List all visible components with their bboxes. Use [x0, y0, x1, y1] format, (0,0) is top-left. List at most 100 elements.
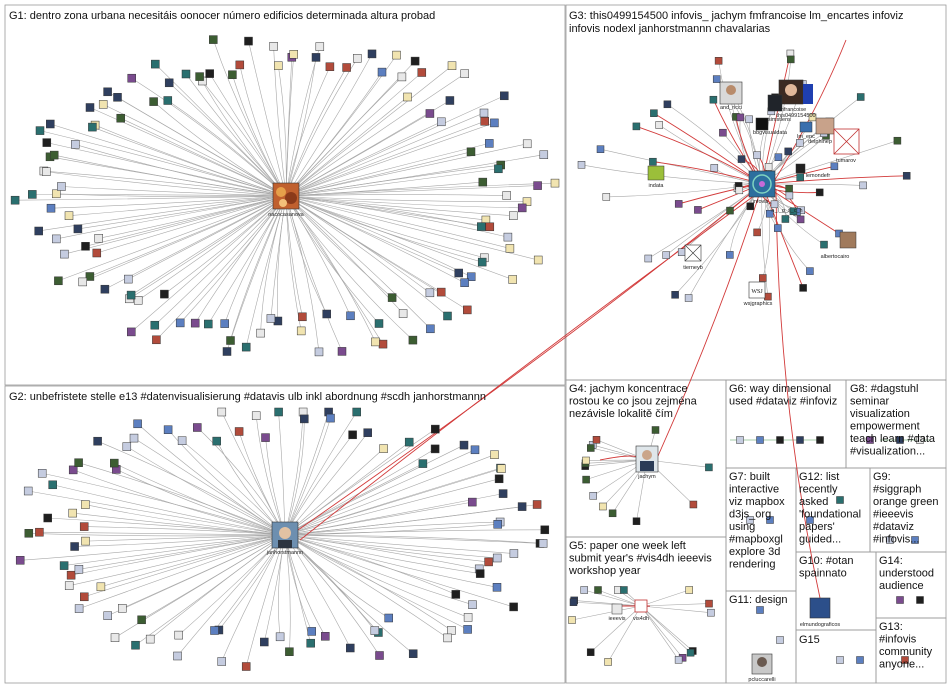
- graph-node[interactable]: [261, 433, 270, 442]
- graph-node[interactable]: [443, 633, 452, 643]
- graph-node[interactable]: [174, 630, 183, 640]
- graph-node[interactable]: [375, 651, 384, 660]
- graph-node[interactable]: [64, 581, 74, 590]
- hub-ieeevis[interactable]: ieeevis: [608, 603, 626, 622]
- graph-node[interactable]: [34, 226, 43, 236]
- graph-node[interactable]: [604, 658, 612, 666]
- graph-node[interactable]: [425, 109, 435, 118]
- graph-node[interactable]: [764, 163, 773, 171]
- graph-node[interactable]: [594, 586, 602, 594]
- graph-node[interactable]: [81, 500, 90, 509]
- graph-node[interactable]: [346, 643, 355, 653]
- graph-node[interactable]: [93, 436, 102, 446]
- graph-node[interactable]: [59, 561, 69, 570]
- graph-node[interactable]: [662, 251, 670, 259]
- graph-node[interactable]: [260, 637, 269, 647]
- graph-node[interactable]: [173, 651, 182, 661]
- graph-node[interactable]: [352, 407, 361, 417]
- graph-node[interactable]: [374, 319, 384, 328]
- graph-node[interactable]: [403, 92, 412, 102]
- graph-node[interactable]: [517, 203, 527, 213]
- node-wsjgraphics[interactable]: WSJ wsjgraphics: [743, 281, 773, 307]
- graph-node[interactable]: [300, 414, 309, 424]
- graph-node[interactable]: [126, 290, 136, 300]
- graph-node[interactable]: [445, 96, 455, 105]
- graph-node[interactable]: [796, 139, 804, 147]
- graph-node[interactable]: [205, 69, 214, 78]
- graph-node[interactable]: [28, 190, 37, 199]
- graph-node[interactable]: [596, 145, 605, 153]
- graph-node[interactable]: [468, 600, 477, 609]
- graph-node[interactable]: [766, 516, 774, 524]
- graph-node[interactable]: [193, 423, 202, 432]
- graph-node[interactable]: [685, 586, 693, 594]
- graph-node[interactable]: [492, 583, 502, 592]
- graph-node[interactable]: [35, 126, 45, 135]
- graph-node[interactable]: [397, 72, 407, 82]
- graph-node[interactable]: [371, 337, 380, 347]
- graph-node[interactable]: [210, 626, 219, 635]
- graph-node[interactable]: [569, 598, 578, 606]
- graph-node[interactable]: [226, 336, 235, 345]
- graph-node[interactable]: [311, 53, 321, 62]
- graph-node[interactable]: [195, 72, 204, 81]
- graph-node[interactable]: [54, 276, 63, 286]
- graph-node[interactable]: [337, 347, 347, 356]
- graph-node[interactable]: [98, 100, 108, 109]
- graph-node[interactable]: [502, 191, 511, 200]
- graph-node[interactable]: [765, 209, 774, 218]
- graph-node[interactable]: [478, 177, 488, 187]
- graph-node[interactable]: [764, 292, 772, 301]
- graph-node[interactable]: [35, 527, 44, 537]
- graph-node[interactable]: [649, 157, 657, 166]
- graph-node[interactable]: [392, 50, 401, 60]
- graph-node[interactable]: [57, 182, 66, 191]
- node-elmundograficos[interactable]: elmundograficos: [800, 597, 841, 628]
- graph-node[interactable]: [709, 95, 718, 104]
- graph-node[interactable]: [417, 68, 427, 77]
- graph-node[interactable]: [785, 191, 794, 200]
- node-lemondefr[interactable]: lemondefr: [795, 163, 830, 179]
- graph-node[interactable]: [663, 100, 672, 109]
- graph-node[interactable]: [466, 147, 476, 157]
- graph-node[interactable]: [410, 56, 420, 66]
- graph-node[interactable]: [37, 469, 47, 478]
- graph-node[interactable]: [256, 328, 265, 338]
- graph-node[interactable]: [342, 63, 351, 72]
- graph-node[interactable]: [127, 73, 136, 83]
- graph-node[interactable]: [485, 139, 494, 148]
- graph-node[interactable]: [916, 596, 924, 604]
- graph-node[interactable]: [655, 121, 663, 129]
- graph-node[interactable]: [770, 200, 779, 209]
- graph-node[interactable]: [736, 436, 744, 444]
- graph-node[interactable]: [550, 178, 560, 188]
- graph-node[interactable]: [235, 60, 245, 70]
- graph-node[interactable]: [589, 492, 597, 500]
- graph-node[interactable]: [220, 319, 229, 328]
- graph-node[interactable]: [49, 150, 59, 160]
- graph-node[interactable]: [398, 309, 408, 318]
- graph-node[interactable]: [746, 202, 755, 211]
- graph-node[interactable]: [378, 339, 388, 349]
- graph-node[interactable]: [568, 616, 576, 624]
- graph-node[interactable]: [274, 61, 283, 70]
- graph-node[interactable]: [475, 569, 485, 578]
- graph-node[interactable]: [68, 508, 77, 518]
- graph-node[interactable]: [856, 656, 864, 664]
- graph-node[interactable]: [651, 426, 660, 434]
- graph-node[interactable]: [508, 275, 517, 284]
- graph-node[interactable]: [384, 613, 393, 623]
- graph-node[interactable]: [540, 525, 550, 535]
- graph-node[interactable]: [52, 189, 61, 199]
- graph-node[interactable]: [66, 570, 76, 580]
- graph-node[interactable]: [509, 602, 518, 612]
- graph-node[interactable]: [10, 195, 20, 205]
- graph-node[interactable]: [774, 153, 783, 161]
- graph-node[interactable]: [131, 640, 140, 650]
- graph-node[interactable]: [577, 161, 586, 169]
- graph-node[interactable]: [586, 648, 595, 656]
- graph-node[interactable]: [181, 69, 191, 79]
- graph-node[interactable]: [74, 458, 83, 467]
- graph-node[interactable]: [306, 638, 315, 648]
- graph-node[interactable]: [408, 649, 418, 658]
